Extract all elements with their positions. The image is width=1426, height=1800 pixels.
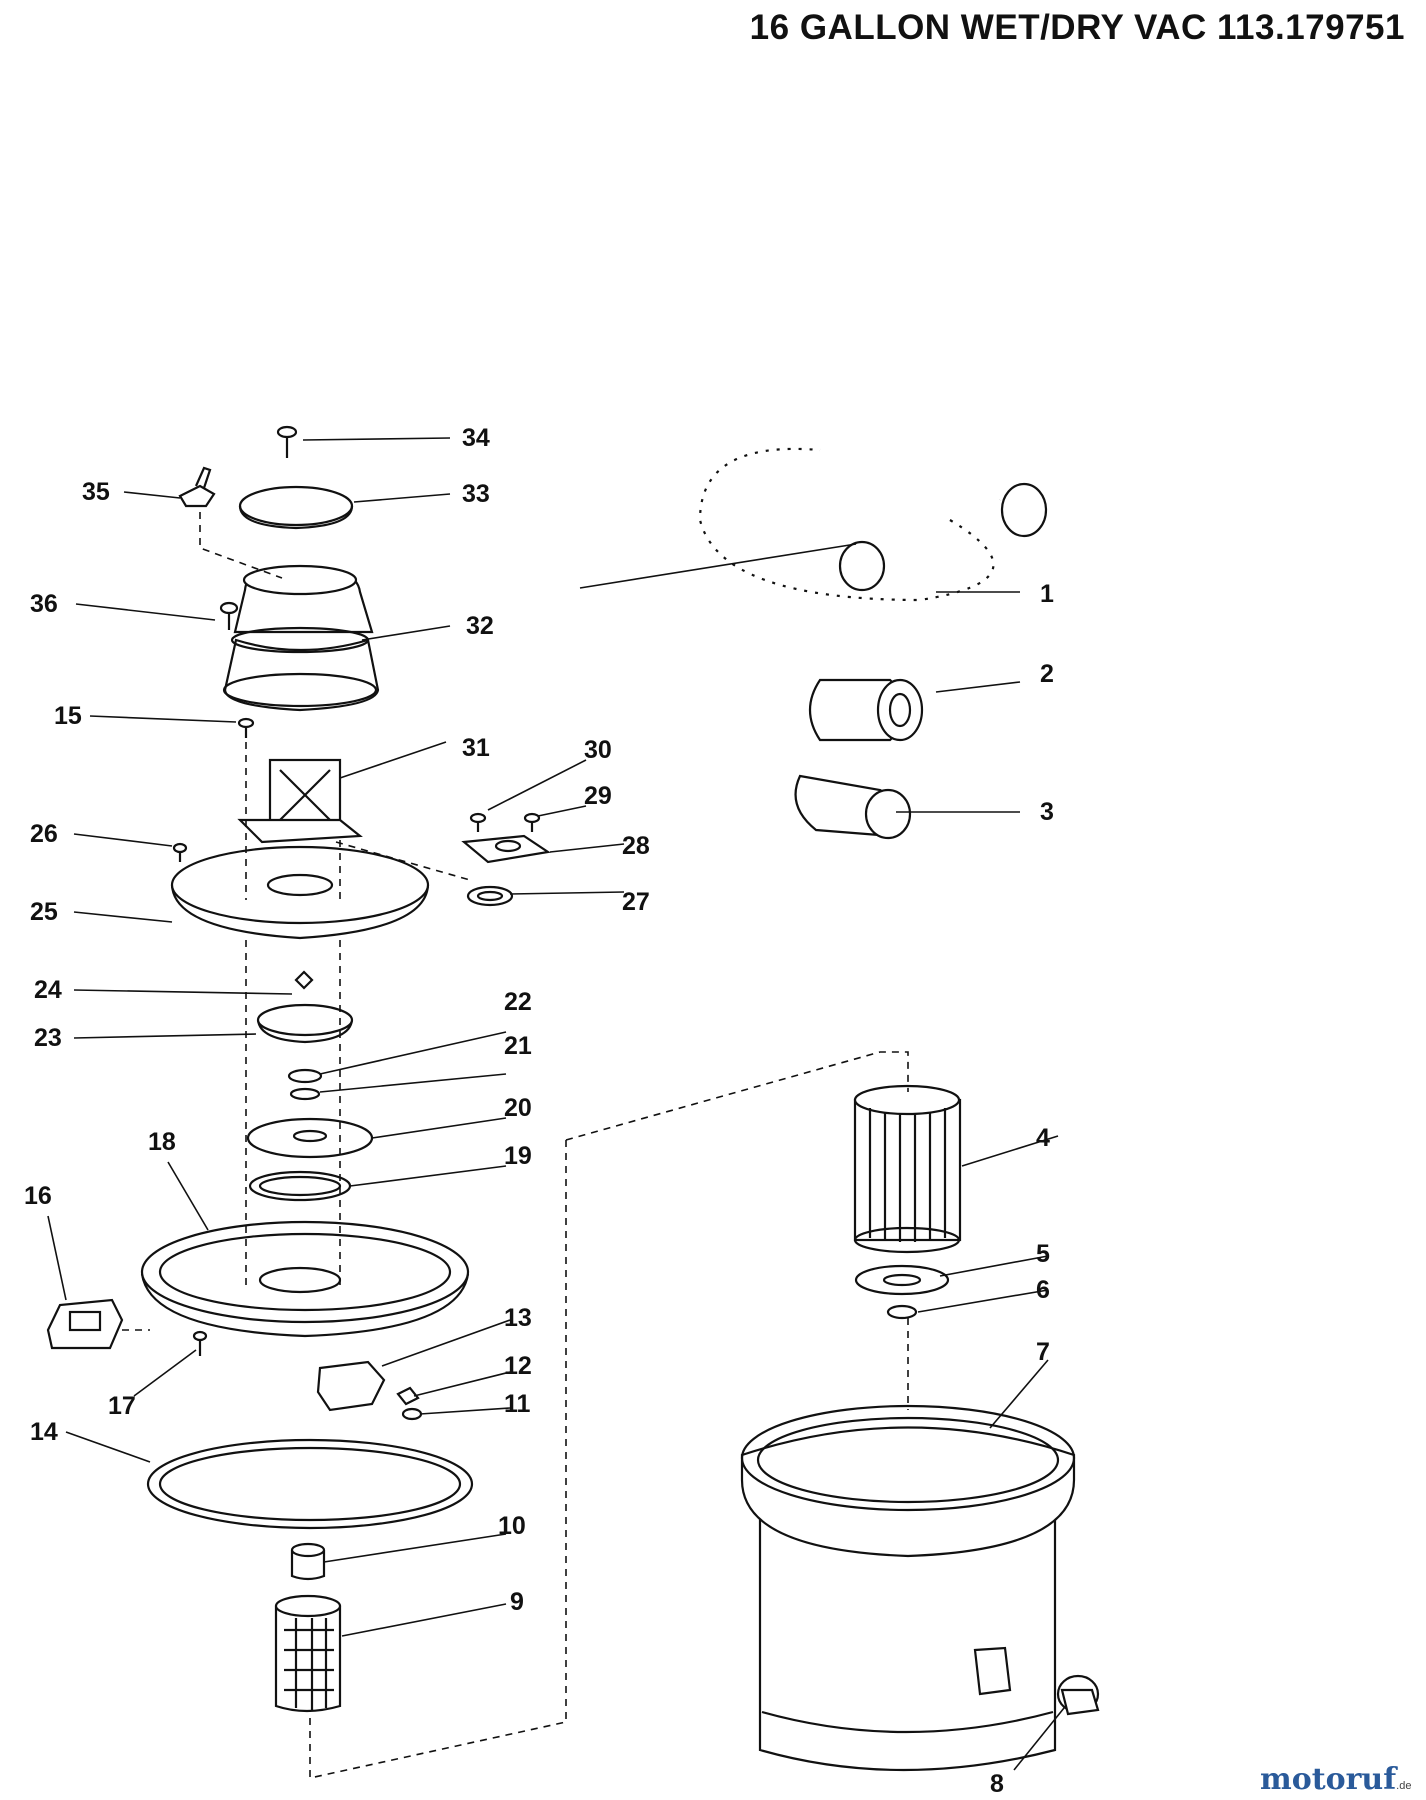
label-part-1: 1 [1040,580,1054,608]
watermark-tld: .de [1396,1780,1412,1792]
label-part-31: 31 [462,734,490,762]
part-28-switch-bracket[interactable] [461,834,551,864]
label-part-13: 13 [504,1304,532,1332]
label-part-11: 11 [504,1390,531,1418]
part-1-hose[interactable] [682,396,1048,618]
part-26-screw[interactable] [172,842,188,862]
part-17-screw[interactable] [192,1330,208,1356]
part-11-clip[interactable] [401,1407,423,1421]
label-part-26: 26 [30,820,58,848]
part-9-foam-filter[interactable] [274,1594,342,1713]
part-4-cartridge-filter[interactable] [853,1084,962,1254]
label-part-17: 17 [108,1392,136,1420]
part-24-nut[interactable] [294,970,314,990]
label-part-2: 2 [1040,660,1054,688]
label-part-12: 12 [504,1352,532,1380]
watermark-brand: motoruf [1260,1762,1397,1797]
label-part-34: 34 [462,424,490,452]
label-part-22: 22 [504,988,532,1016]
label-part-8: 8 [990,1770,1004,1798]
label-part-30: 30 [584,736,612,764]
part-8-drain-plug[interactable] [1056,1674,1100,1716]
part-7-drum[interactable] [740,1404,1076,1772]
part-labels: 1 2 3 4 5 6 7 8 9 10 11 12 13 14 15 16 1… [24,424,1054,1798]
part-23-impeller[interactable] [256,1003,354,1044]
part-5-filter-retainer[interactable] [854,1264,950,1296]
label-part-18: 18 [148,1128,176,1156]
label-part-20: 20 [504,1094,532,1122]
part-25-motor-plate[interactable] [170,845,430,940]
part-6-nut[interactable] [886,1304,918,1320]
part-22-washer[interactable] [287,1068,323,1084]
part-30-screw[interactable] [469,812,487,832]
label-part-28: 28 [622,832,650,860]
part-14-lid-gasket[interactable] [146,1438,474,1530]
part-32-motor-housing[interactable] [222,564,380,712]
label-part-25: 25 [30,898,58,926]
part-2-hose-adapter[interactable] [809,678,924,742]
part-10-cap[interactable] [290,1542,326,1581]
label-part-6: 6 [1036,1276,1050,1304]
label-part-7: 7 [1036,1338,1050,1366]
part-35-switch[interactable] [178,466,216,508]
part-3-coupling[interactable] [794,774,912,840]
label-part-16: 16 [24,1182,52,1210]
part-21-washer[interactable] [289,1087,321,1101]
label-part-10: 10 [498,1512,526,1540]
label-part-21: 21 [504,1032,532,1060]
label-part-36: 36 [30,590,58,618]
part-27-gasket[interactable] [466,885,514,907]
part-12-float[interactable] [396,1386,420,1406]
label-part-4: 4 [1036,1124,1050,1152]
label-part-32: 32 [466,612,494,640]
label-part-15: 15 [54,702,82,730]
part-31-motor[interactable] [237,758,363,844]
part-13-float-cage[interactable] [316,1360,386,1412]
label-part-27: 27 [622,888,650,916]
part-20-fan-plate[interactable] [246,1117,374,1159]
part-15-screw[interactable] [237,717,255,738]
part-36-screw[interactable] [219,601,239,630]
part-16-handle[interactable] [46,1298,124,1350]
leader-lines [47,437,1065,1771]
part-18-lid[interactable] [140,1220,470,1338]
label-part-5: 5 [1036,1240,1050,1268]
label-part-23: 23 [34,1024,62,1052]
label-part-14: 14 [30,1418,58,1446]
part-29-screw[interactable] [523,812,541,832]
part-34-screw[interactable] [276,425,298,458]
label-part-19: 19 [504,1142,532,1170]
label-part-24: 24 [34,976,62,1004]
watermark-logo: motoruf.de [1260,1762,1411,1797]
part-19-gasket[interactable] [248,1170,352,1202]
diagram-title: 16 GALLON WET/DRY VAC 113.179751 [749,8,1405,47]
label-part-29: 29 [584,782,612,810]
label-part-9: 9 [510,1588,524,1616]
part-33-motor-cover[interactable] [238,485,354,530]
label-part-33: 33 [462,480,490,508]
label-part-35: 35 [82,478,110,506]
label-part-3: 3 [1040,798,1054,826]
